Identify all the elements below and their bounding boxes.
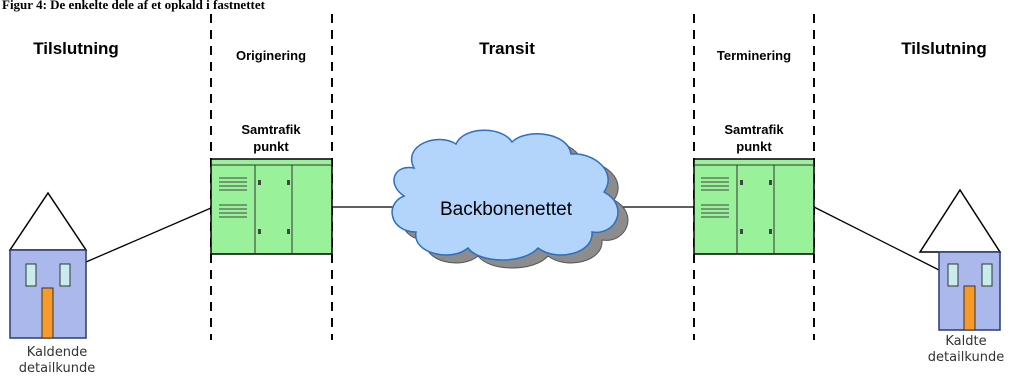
zone-label-left-access: Tilslutning xyxy=(33,39,119,58)
cabinet-body xyxy=(693,158,815,255)
left-interconnect-label-line2: punkt xyxy=(253,139,289,154)
figure-caption: Figur 4: De enkelte dele af et opkald i … xyxy=(2,0,266,12)
left-interconnect-label-line1: Samtrafik xyxy=(241,122,301,137)
house-door xyxy=(963,285,976,331)
right-customer-label-line1: Kaldte xyxy=(945,334,986,349)
house-window-left xyxy=(25,263,37,287)
left-exchange-cabinet xyxy=(210,158,333,255)
house-window-left xyxy=(947,263,959,287)
zone-label-termination: Terminering xyxy=(717,48,791,63)
right-interconnect-label-line2: punkt xyxy=(736,139,772,154)
right-customer-house-icon xyxy=(918,188,1002,331)
vent-slots-bottom xyxy=(219,204,247,218)
left-customer-house-icon xyxy=(8,191,88,339)
backbone-cloud-label: Backbonenettet xyxy=(440,199,573,220)
house-roof xyxy=(8,191,88,251)
right-interconnect-label-line1: Samtrafik xyxy=(724,122,784,137)
link-right-exchange-to-customer xyxy=(813,206,942,272)
zone-label-right-access: Tilslutning xyxy=(901,39,987,58)
house-door xyxy=(41,287,54,339)
vent-slots-top xyxy=(701,177,729,191)
vent-slots-top xyxy=(219,177,247,191)
house-window-right xyxy=(59,263,71,287)
vent-slots-bottom xyxy=(701,204,729,218)
link-left-customer-to-exchange xyxy=(85,207,212,263)
house-roof xyxy=(918,188,1002,253)
right-exchange-cabinet xyxy=(693,158,815,255)
cabinet-body xyxy=(210,158,333,255)
backbone-cloud xyxy=(391,129,619,261)
zone-label-origination: Originering xyxy=(236,48,306,63)
house-window-right xyxy=(981,263,993,287)
left-customer-label-line2: detailkunde xyxy=(19,361,95,376)
left-customer-label-line1: Kaldende xyxy=(27,345,88,360)
right-customer-label-line2: detailkunde xyxy=(928,350,1004,365)
zone-label-transit: Transit xyxy=(479,39,535,58)
